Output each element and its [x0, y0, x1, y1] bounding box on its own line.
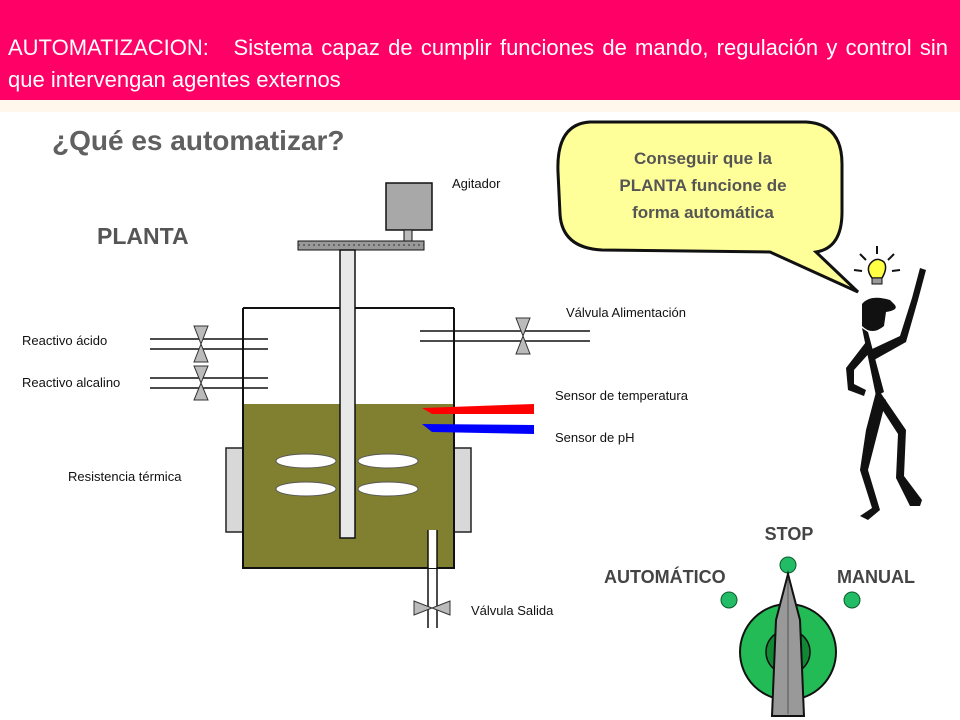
gear-bar: [297, 240, 425, 251]
diagram-title: ¿Qué es automatizar?: [52, 125, 345, 156]
ph-sensor-label: Sensor de pH: [555, 430, 635, 445]
lightbulb-icon: [853, 246, 901, 285]
bubble-line: Conseguir que la: [634, 149, 772, 168]
banner-divider: [0, 100, 960, 112]
header-banner: AUTOMATIZACION: Sistema capaz de cumplir…: [0, 0, 960, 100]
motor-shaft: [403, 229, 413, 243]
figure-leg: [876, 392, 922, 506]
feed-valve-label: Válvula Alimentación: [566, 305, 686, 320]
valve-icon: [515, 317, 531, 355]
agitator-blade: [357, 481, 419, 497]
alkaline-reagent-label: Reactivo alcalino: [22, 375, 120, 390]
temperature-sensor-label: Sensor de temperatura: [555, 388, 689, 403]
feed-pipe: [420, 317, 590, 355]
definition-text: AUTOMATIZACION: Sistema capaz de cumplir…: [8, 32, 948, 96]
indicator-light-automatic: [720, 591, 738, 609]
figure-arm-hip: [846, 342, 872, 396]
valve-icon: [193, 365, 209, 401]
temperature-sensor: [422, 404, 534, 414]
bubble-line: forma automática: [632, 203, 774, 222]
valve-icon: [193, 325, 209, 363]
stop-label: STOP: [765, 524, 814, 544]
outlet-valve-icon: [413, 600, 451, 616]
agitator-blade: [357, 453, 419, 469]
outlet-valve-label: Válvula Salida: [471, 603, 554, 618]
acid-reagent-label: Reactivo ácido: [22, 333, 107, 348]
selector-switch[interactable]: STOP AUTOMÁTICO MANUAL: [604, 524, 915, 717]
tank-walls: [242, 308, 455, 569]
agitator-label: Agitador: [452, 176, 501, 191]
definition-term: AUTOMATIZACION:: [8, 35, 209, 60]
figure-leg: [860, 392, 886, 520]
agitator-motor-icon: [385, 182, 433, 231]
agitator-shaft: [339, 249, 356, 539]
manual-label: MANUAL: [837, 567, 915, 587]
indicator-light-manual: [843, 591, 861, 609]
speech-bubble: Conseguir que la PLANTA funcione de form…: [556, 120, 860, 294]
definition-body: Sistema capaz de cumplir funciones de ma…: [8, 35, 948, 92]
thermal-resistance-label: Resistencia térmica: [68, 469, 182, 484]
ph-sensor: [422, 424, 534, 434]
acid-reagent-pipe: [150, 325, 268, 363]
automatic-label: AUTOMÁTICO: [604, 566, 726, 587]
figure-arm-raised: [870, 268, 926, 360]
thermal-resistance-left: [225, 447, 244, 533]
figure-head: [862, 297, 896, 331]
plant-label: PLANTA: [97, 223, 189, 249]
stick-figure: [846, 246, 926, 520]
bubble-line: PLANTA funcione de: [619, 176, 786, 195]
agitator-blade: [275, 453, 337, 469]
figure-body: [862, 328, 884, 396]
alkaline-reagent-pipe: [150, 365, 268, 401]
reactor-tank: [225, 182, 472, 628]
agitator-blade: [275, 481, 337, 497]
thermal-resistance-right: [453, 447, 472, 533]
